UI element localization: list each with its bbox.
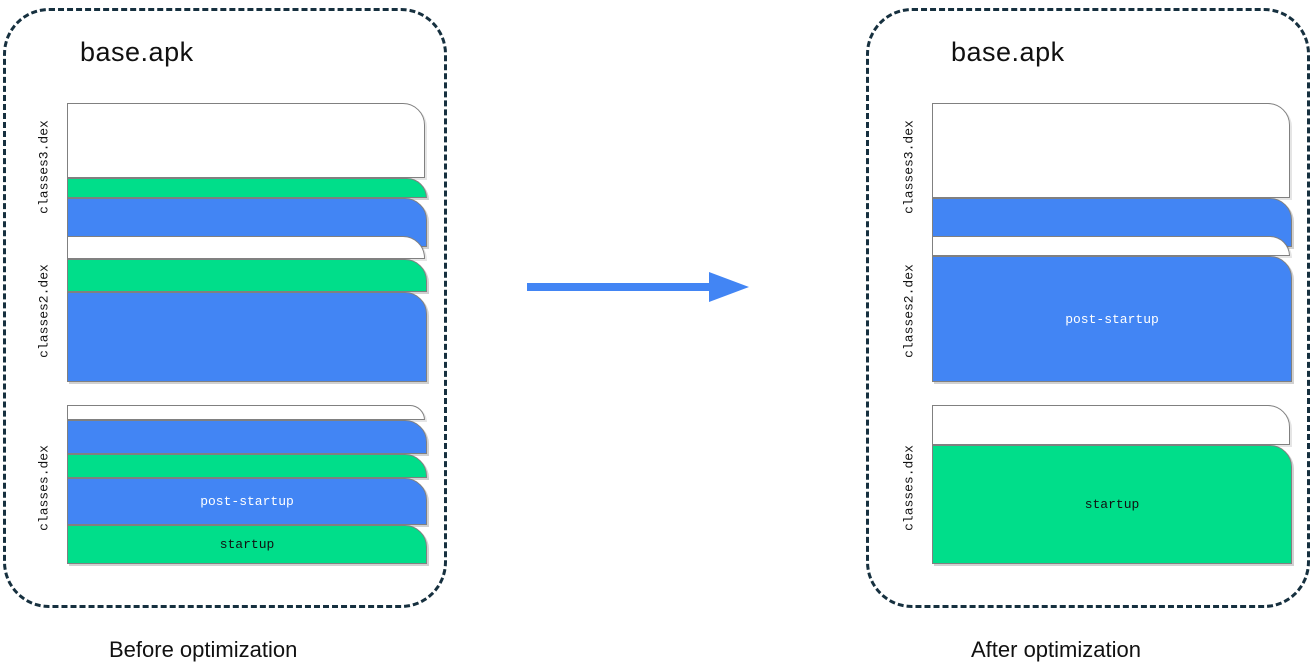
dex-label-classes2: classes2.dex — [36, 264, 52, 358]
dex-block-classes2: classes2.dex — [37, 236, 429, 386]
apk-panel-after: base.apk classes3.dex classes2.dex post-… — [866, 8, 1310, 608]
dex-label-classes: classes.dex — [36, 445, 52, 531]
band-empty — [932, 405, 1290, 445]
dex-bands-classes2 — [67, 236, 429, 386]
dex-block-classes2: classes2.dex post-startup — [902, 236, 1294, 386]
dex-block-classes: classes.dex startup — [902, 405, 1294, 571]
band-green — [67, 259, 427, 292]
dex-bands-classes2: post-startup — [932, 236, 1294, 386]
dex-label-classes2: classes2.dex — [901, 264, 917, 358]
dex-label-classes3: classes3.dex — [36, 119, 52, 214]
band-empty — [67, 405, 425, 420]
band-empty — [932, 103, 1290, 198]
dex-bands-classes: startup — [932, 405, 1294, 571]
band-blue-post-startup: post-startup — [67, 478, 427, 525]
band-label: startup — [1084, 497, 1140, 512]
band-green-startup: startup — [932, 445, 1292, 564]
band-empty — [67, 103, 425, 178]
band-blue — [67, 420, 427, 454]
caption-before-optimization: Before optimization — [109, 637, 298, 662]
band-label: startup — [219, 537, 275, 552]
caption-after-optimization: After optimization — [971, 637, 1141, 662]
transformation-arrow — [527, 270, 749, 304]
dex-block-classes3: classes3.dex — [902, 103, 1294, 247]
dex-bands-classes3 — [932, 103, 1294, 247]
band-blue — [67, 292, 427, 382]
dex-bands-classes: post-startup startup — [67, 405, 429, 571]
band-empty — [67, 236, 425, 259]
dex-label-classes3: classes3.dex — [901, 119, 917, 214]
apk-title-before: base.apk — [80, 37, 194, 67]
apk-title-after: base.apk — [951, 37, 1065, 67]
dex-block-classes: classes.dex post-startup startup — [37, 405, 429, 571]
band-label: post-startup — [1065, 311, 1159, 327]
band-green — [67, 178, 427, 198]
apk-panel-before: base.apk classes3.dex classes2.dex class… — [3, 8, 447, 608]
band-label: post-startup — [200, 494, 294, 509]
dex-bands-classes3 — [67, 103, 429, 247]
band-green — [67, 454, 427, 478]
band-empty — [932, 236, 1290, 256]
dex-label-classes: classes.dex — [901, 445, 917, 531]
band-green-startup: startup — [67, 525, 427, 564]
band-blue-post-startup: post-startup — [932, 256, 1292, 382]
dex-block-classes3: classes3.dex — [37, 103, 429, 247]
